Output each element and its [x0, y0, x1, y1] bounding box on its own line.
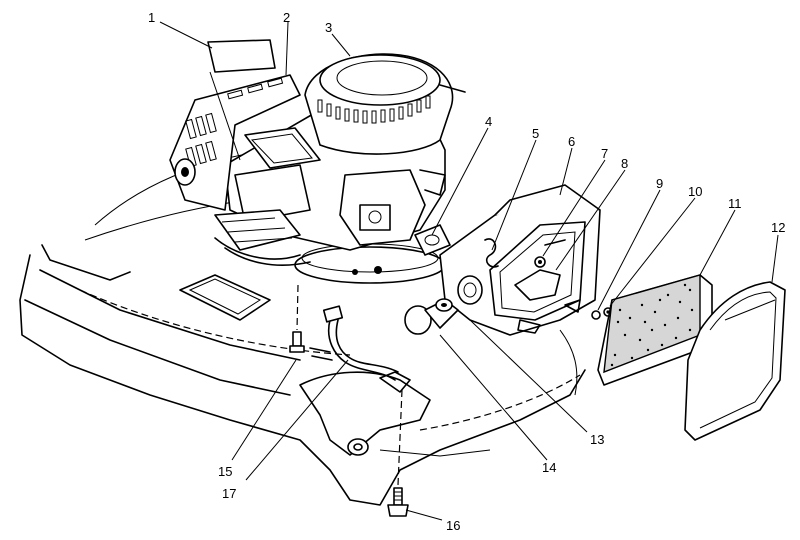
- callout-16: 16: [446, 518, 460, 533]
- callout-labels: 1 2 3 4 5 6 7 8 9 10 11 12 13 14 15 16 1…: [148, 10, 785, 533]
- callout-9: 9: [656, 176, 663, 191]
- callout-10: 10: [688, 184, 702, 199]
- foam-filter-element: [597, 274, 713, 386]
- foam-texture: [610, 283, 694, 367]
- fuel-line-hose: [309, 305, 399, 381]
- callout-6: 6: [568, 134, 575, 149]
- gasket-part: [414, 224, 451, 256]
- bolt-16: [387, 389, 409, 517]
- callout-11: 11: [728, 196, 742, 211]
- callout-8: 8: [621, 156, 628, 171]
- air-cleaner-cover: [684, 281, 786, 441]
- air-cleaner-body: [439, 184, 601, 336]
- callout-15: 15: [218, 464, 232, 479]
- callout-12: 12: [771, 220, 785, 235]
- callout-7: 7: [601, 146, 608, 161]
- callout-14: 14: [542, 460, 556, 475]
- callout-2: 2: [283, 10, 290, 25]
- leader-lines: [159, 21, 779, 521]
- starter-vents: [317, 95, 431, 124]
- callout-17: 17: [222, 486, 236, 501]
- callout-1: 1: [148, 10, 155, 25]
- fuel-filter-part: [404, 298, 459, 335]
- callout-3: 3: [325, 20, 332, 35]
- decal-part: [207, 39, 276, 161]
- callout-13: 13: [590, 432, 604, 447]
- callout-5: 5: [532, 126, 539, 141]
- callout-4: 4: [485, 114, 492, 129]
- screw-15: [289, 284, 305, 353]
- mower-deck: [19, 149, 586, 506]
- recoil-starter: [304, 53, 466, 155]
